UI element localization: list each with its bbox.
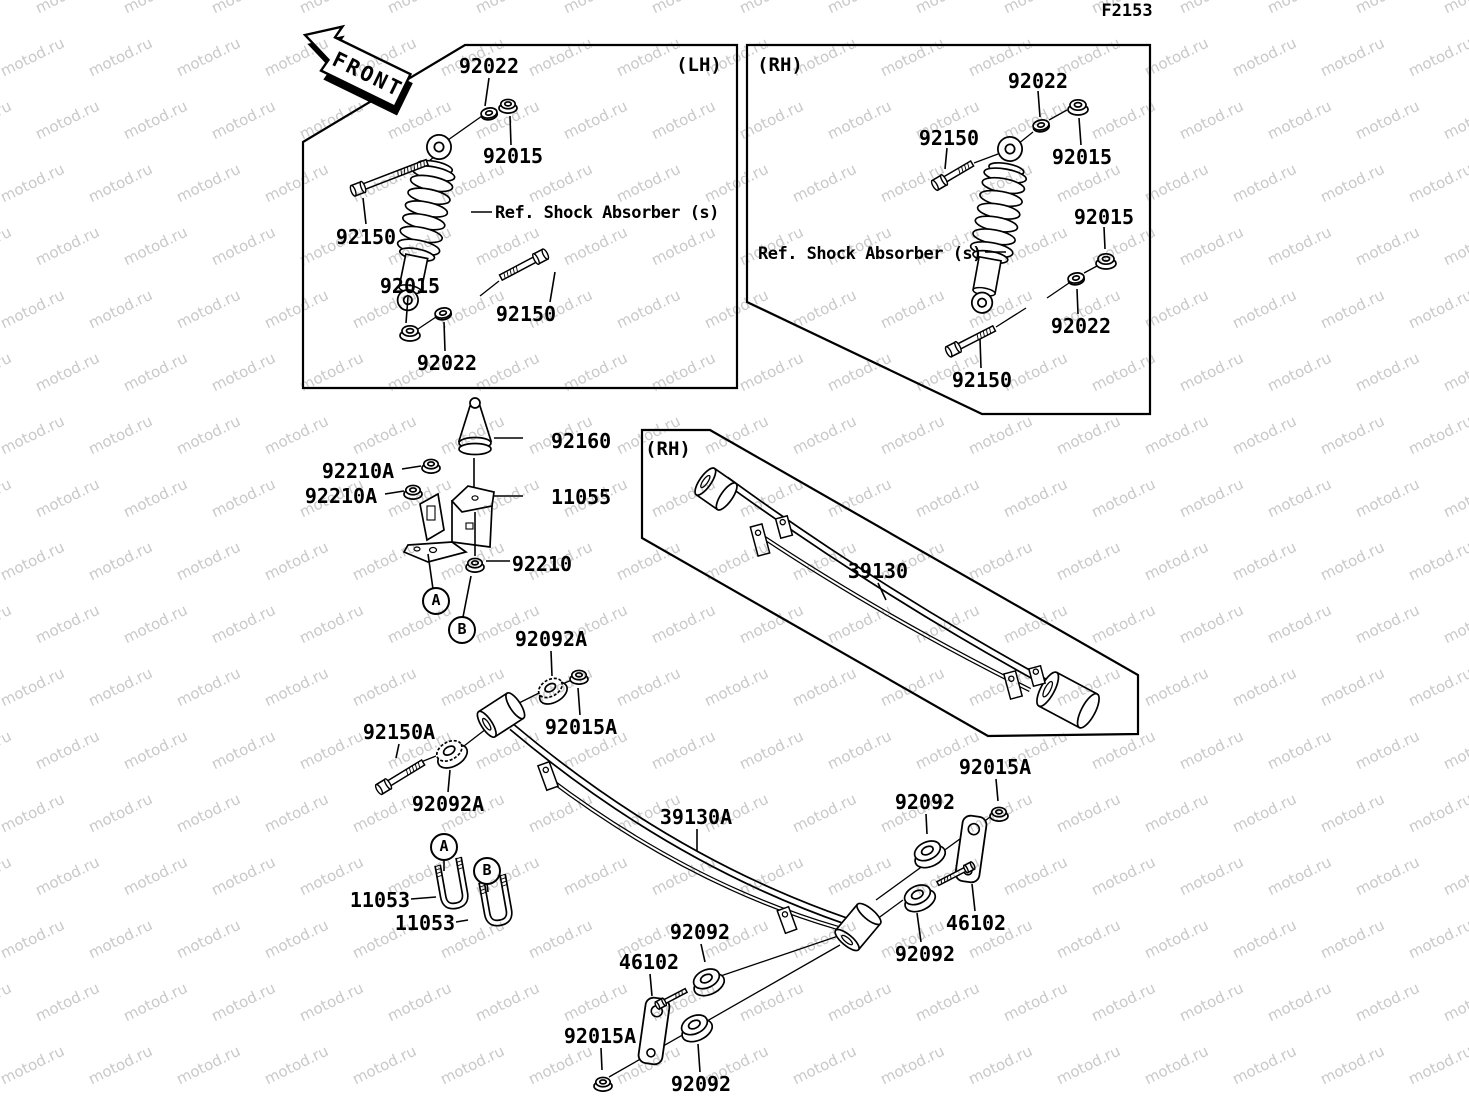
bushing	[537, 677, 568, 705]
leaf-spring-39130A-second	[546, 776, 839, 931]
part-label-92210-21: 92210	[511, 552, 573, 576]
spring-eye	[476, 691, 526, 739]
part-label-92022-8: 92022	[416, 351, 478, 375]
part-label-92160-17: 92160	[551, 429, 612, 453]
front-arrow: FRONT	[302, 24, 413, 116]
part-label--LH--1: (LH)	[676, 54, 722, 76]
bracket	[402, 485, 495, 563]
bolt	[374, 758, 426, 796]
u-bolt	[434, 856, 469, 910]
callout-B-1: B	[448, 616, 476, 644]
bushing	[680, 1014, 714, 1043]
part-label-92022-2: 92022	[458, 54, 520, 78]
nut	[593, 1076, 613, 1092]
part-label-46102-36: 46102	[618, 950, 680, 974]
washer	[480, 107, 499, 121]
bolt	[349, 158, 430, 198]
leaf-spring-39130-second	[758, 533, 1032, 693]
leaf-clip	[1027, 664, 1047, 688]
part-label-Ref-Shock-Absorber-s--5: Ref. Shock Absorber (s)	[495, 203, 719, 223]
part-label-39130A-28: 39130A	[659, 805, 733, 829]
nut	[403, 484, 423, 500]
part-label-11055-20: 11055	[551, 485, 612, 509]
part-label-92015A-37: 92015A	[563, 1024, 637, 1048]
leaf-clip	[776, 905, 798, 935]
bushing	[692, 968, 726, 997]
part-label-92015-3: 92015	[482, 144, 544, 168]
part-label-92015A-25: 92015A	[544, 715, 618, 739]
leaf-spring-39130	[723, 476, 1054, 690]
nut	[1067, 98, 1089, 116]
nut	[465, 557, 485, 573]
bolt	[944, 324, 997, 358]
leaf-clip	[1002, 669, 1024, 701]
part-label--RH--23: (RH)	[645, 438, 691, 460]
part-label-F2153-0: F2153	[1101, 1, 1153, 21]
callout-A-2: A	[430, 833, 458, 861]
part-label-92015-13: 92015	[1073, 205, 1135, 229]
bolt	[930, 159, 975, 192]
part-label-92150-4: 92150	[335, 225, 397, 249]
spring-eye	[1036, 671, 1100, 729]
u-bolt	[478, 873, 513, 927]
leaf-clip	[749, 523, 771, 557]
part-label-39130-24: 39130	[847, 559, 909, 583]
part-label-92092-34: 92092	[894, 942, 956, 966]
part-label-Ref-Shock-Absorber-s--14: Ref. Shock Absorber (s)	[758, 244, 982, 264]
washer	[1067, 272, 1086, 286]
nut	[569, 669, 589, 685]
bolt	[654, 987, 689, 1011]
bump-stop	[457, 397, 493, 456]
nut	[399, 324, 421, 342]
part-label-92092-35: 92092	[669, 920, 731, 944]
part-label-92092A-27: 92092A	[411, 792, 485, 816]
nut	[421, 458, 441, 474]
part-label-92015-12: 92015	[1051, 145, 1113, 169]
bolt	[498, 248, 550, 282]
part-label-92092-32: 92092	[894, 790, 956, 814]
part-label-92150-11: 92150	[918, 126, 980, 150]
part-label-92150-16: 92150	[951, 368, 1013, 392]
part-label-11053-30: 11053	[394, 911, 456, 935]
spring-eye	[834, 902, 882, 952]
leaf-spring-39130A	[509, 723, 848, 925]
spring-eye	[694, 467, 738, 511]
leaf-clip	[536, 760, 560, 792]
part-label-92150-7: 92150	[495, 302, 557, 326]
part-label-92022-15: 92022	[1050, 314, 1112, 338]
callout-B-3: B	[473, 857, 501, 885]
part-label--RH--9: (RH)	[757, 54, 803, 76]
bushing	[903, 884, 937, 913]
washer	[434, 307, 453, 321]
washer	[1032, 119, 1051, 133]
lh-shock-absorber	[396, 134, 456, 312]
part-label-92015A-31: 92015A	[958, 755, 1032, 779]
bolt	[935, 860, 976, 887]
part-label-92015-6: 92015	[379, 274, 441, 298]
nut	[989, 806, 1009, 822]
part-label-92210A-19: 92210A	[304, 484, 378, 508]
part-label-11053-29: 11053	[349, 888, 411, 912]
rh-leaf-panel	[640, 428, 1140, 738]
rh-shock-absorber	[969, 136, 1028, 314]
part-label-92150A-26: 92150A	[362, 720, 436, 744]
shackle-plate	[637, 996, 671, 1066]
bushing	[913, 840, 947, 869]
part-label-92092A-22: 92092A	[514, 627, 588, 651]
callout-A-0: A	[422, 587, 450, 615]
bushing	[435, 739, 469, 769]
part-label-92092-38: 92092	[670, 1072, 732, 1096]
part-label-46102-33: 46102	[945, 911, 1007, 935]
nut	[498, 98, 518, 114]
nut	[1095, 252, 1117, 270]
lh-shock-panel	[301, 43, 739, 390]
part-label-92022-10: 92022	[1007, 69, 1069, 93]
leaf-clip	[774, 514, 794, 540]
part-label-92210A-18: 92210A	[321, 459, 395, 483]
rh-shock-panel	[745, 43, 1152, 416]
